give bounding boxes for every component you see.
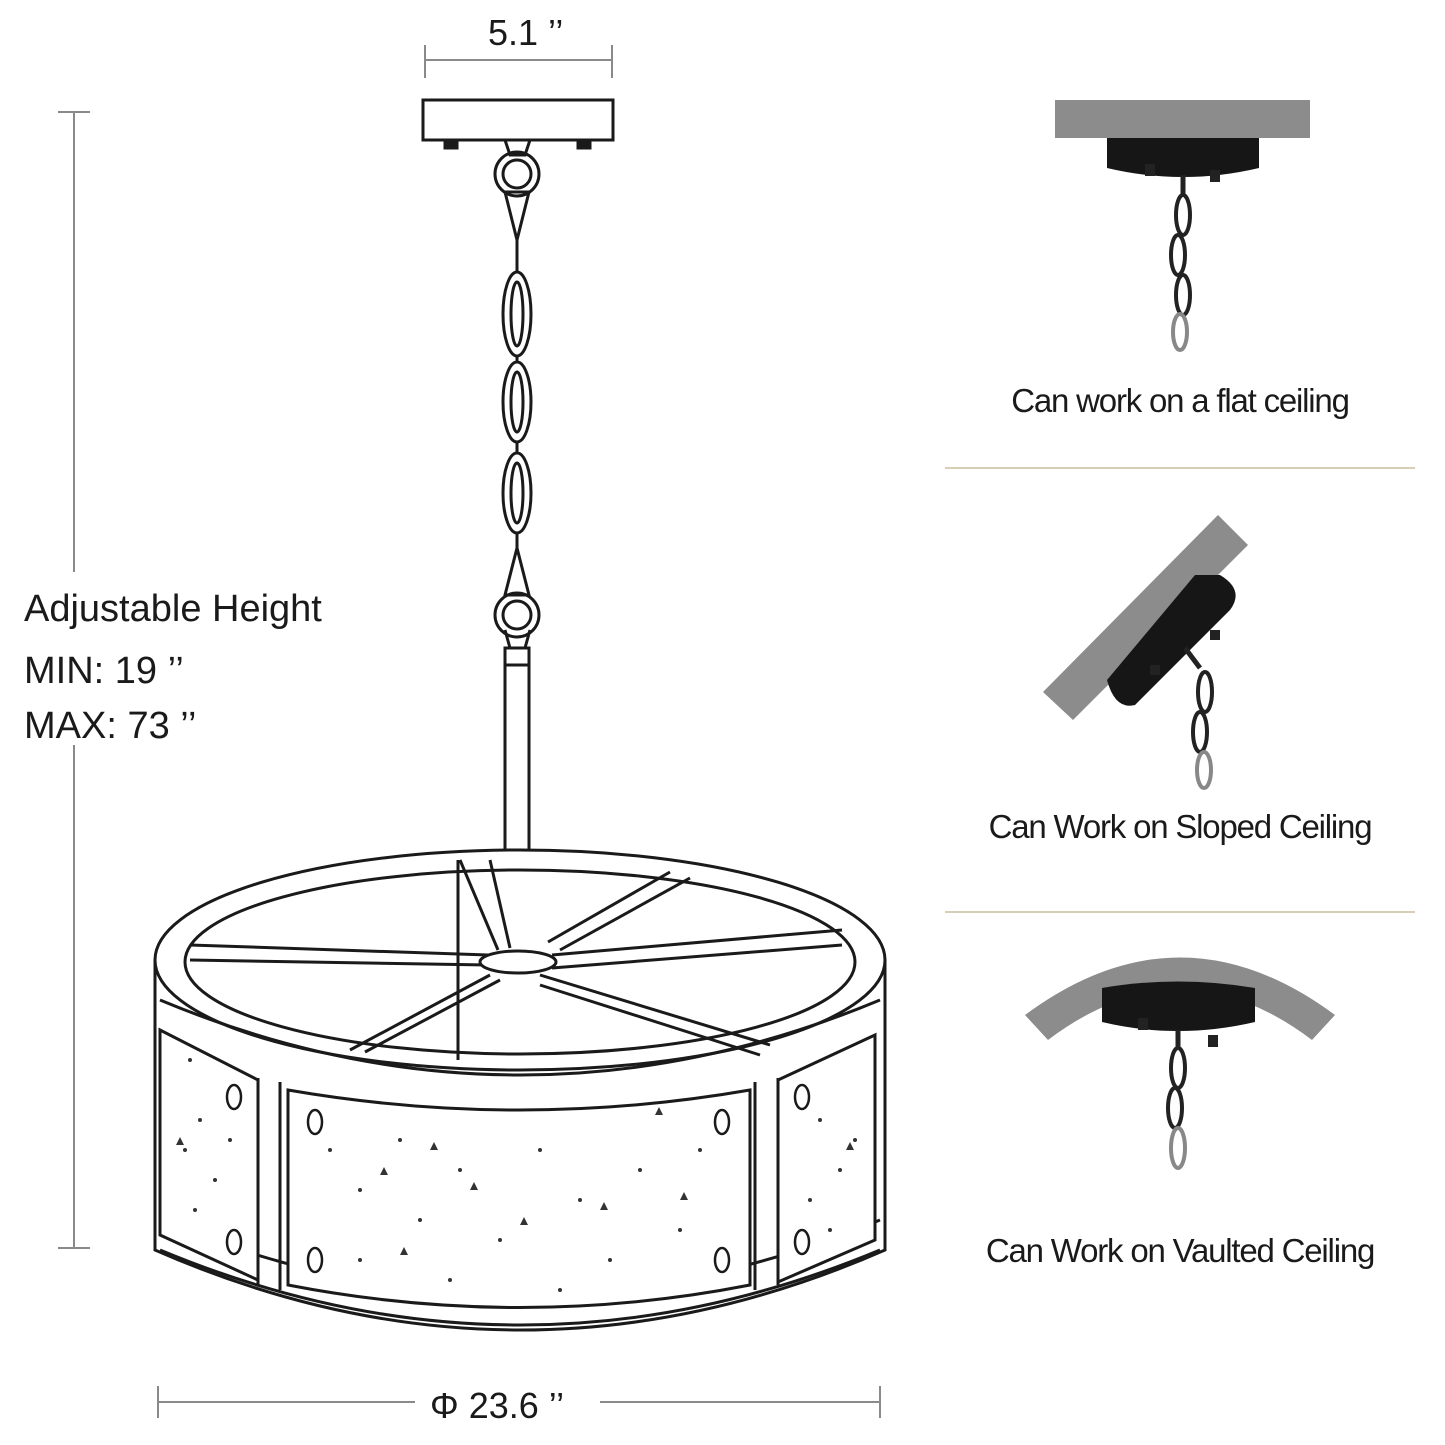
drum-spokes bbox=[189, 859, 843, 1060]
drum-body bbox=[153, 960, 887, 1332]
sloped-ceiling-caption: Can Work on Sloped Ceiling bbox=[988, 808, 1373, 845]
vaulted-ceiling-mount-icon bbox=[1025, 957, 1335, 1170]
height-dimension-line bbox=[58, 111, 90, 1249]
vaulted-ceiling-caption: Can Work on Vaulted Ceiling bbox=[985, 1232, 1375, 1269]
seeded-glass-panels bbox=[158, 1027, 877, 1309]
canopy-width-label: 5.1 ’’ bbox=[488, 12, 564, 53]
canopy bbox=[421, 98, 615, 142]
canopy-width-dimension-line bbox=[424, 45, 613, 78]
min-height-label: MIN: 19 ’’ bbox=[24, 650, 184, 692]
sloped-ceiling-mount-icon bbox=[1043, 515, 1248, 790]
diameter-dimension-line bbox=[157, 1386, 881, 1418]
flat-ceiling-mount-icon bbox=[1055, 100, 1310, 352]
panel-bolts bbox=[225, 1083, 811, 1274]
flat-ceiling-caption: Can work on a flat ceiling bbox=[1011, 382, 1350, 419]
glass-speckles bbox=[176, 1058, 857, 1292]
max-height-label: MAX: 73 ’’ bbox=[24, 705, 197, 747]
adjustable-height-title: Adjustable Height bbox=[24, 588, 322, 630]
pendant-light-drawing bbox=[153, 98, 887, 1332]
chain bbox=[493, 150, 541, 639]
shade-diameter-label: Φ 23.6 ’’ bbox=[430, 1385, 565, 1426]
